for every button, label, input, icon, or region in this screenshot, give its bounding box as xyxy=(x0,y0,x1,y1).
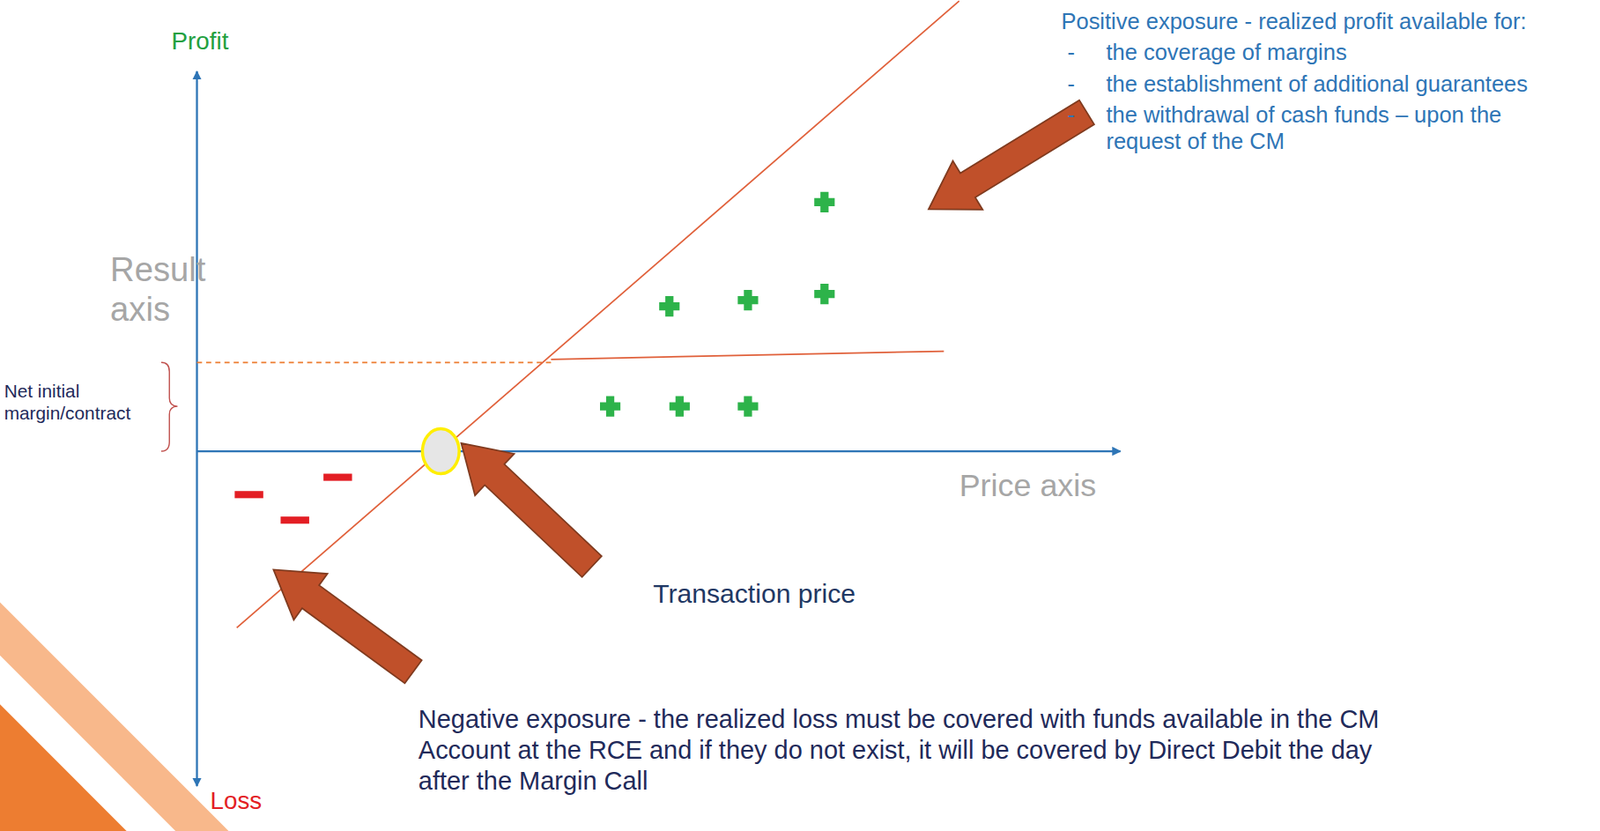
decor-stripe xyxy=(0,703,127,831)
plus-sign xyxy=(669,395,690,416)
bullet-dash: - xyxy=(1066,70,1092,98)
point-label: Transaction price xyxy=(652,577,980,610)
profit-loss-line xyxy=(237,0,960,628)
note-text: Negative exposure - the realized loss mu… xyxy=(418,703,1399,796)
bullet-dash: - xyxy=(1066,38,1092,67)
minus-sign xyxy=(234,490,263,498)
margin-dashed-line xyxy=(197,361,552,363)
decor-stripe xyxy=(0,602,229,831)
plus-sign xyxy=(600,395,621,416)
pointer-arrow xyxy=(273,569,422,683)
result-axis xyxy=(195,71,198,786)
note-heading: Positive exposure - realized profit avai… xyxy=(1060,7,1541,36)
axis-label: Result axis xyxy=(110,249,194,331)
transaction-price-point xyxy=(422,429,460,475)
minus-sign xyxy=(323,474,352,482)
axis-label: Price axis xyxy=(959,466,1225,505)
plus-signs xyxy=(600,192,835,417)
plus-sign xyxy=(814,192,835,213)
bullet-text: the coverage of margins xyxy=(1105,38,1582,67)
bullet-dash: - xyxy=(1066,101,1092,129)
pointer-arrow xyxy=(928,100,1095,210)
minus-signs xyxy=(234,474,352,525)
plus-sign xyxy=(737,289,758,311)
margin-level-line xyxy=(550,351,944,360)
block-arrows xyxy=(273,100,1095,684)
plus-sign xyxy=(814,283,835,304)
margin-brace xyxy=(161,362,178,452)
axis-end-label: Loss xyxy=(210,785,303,815)
pointer-arrow xyxy=(460,443,601,578)
margin-label: Net initial margin/contract xyxy=(4,379,158,424)
plus-sign xyxy=(659,296,680,317)
bullet-text: the establishment of additional guarante… xyxy=(1105,70,1582,98)
price-axis xyxy=(197,450,1121,452)
plus-sign xyxy=(737,395,758,416)
axis-end-label: Profit xyxy=(171,26,295,56)
bullet-text: the withdrawal of cash funds – upon the … xyxy=(1105,101,1582,156)
minus-sign xyxy=(280,516,309,524)
